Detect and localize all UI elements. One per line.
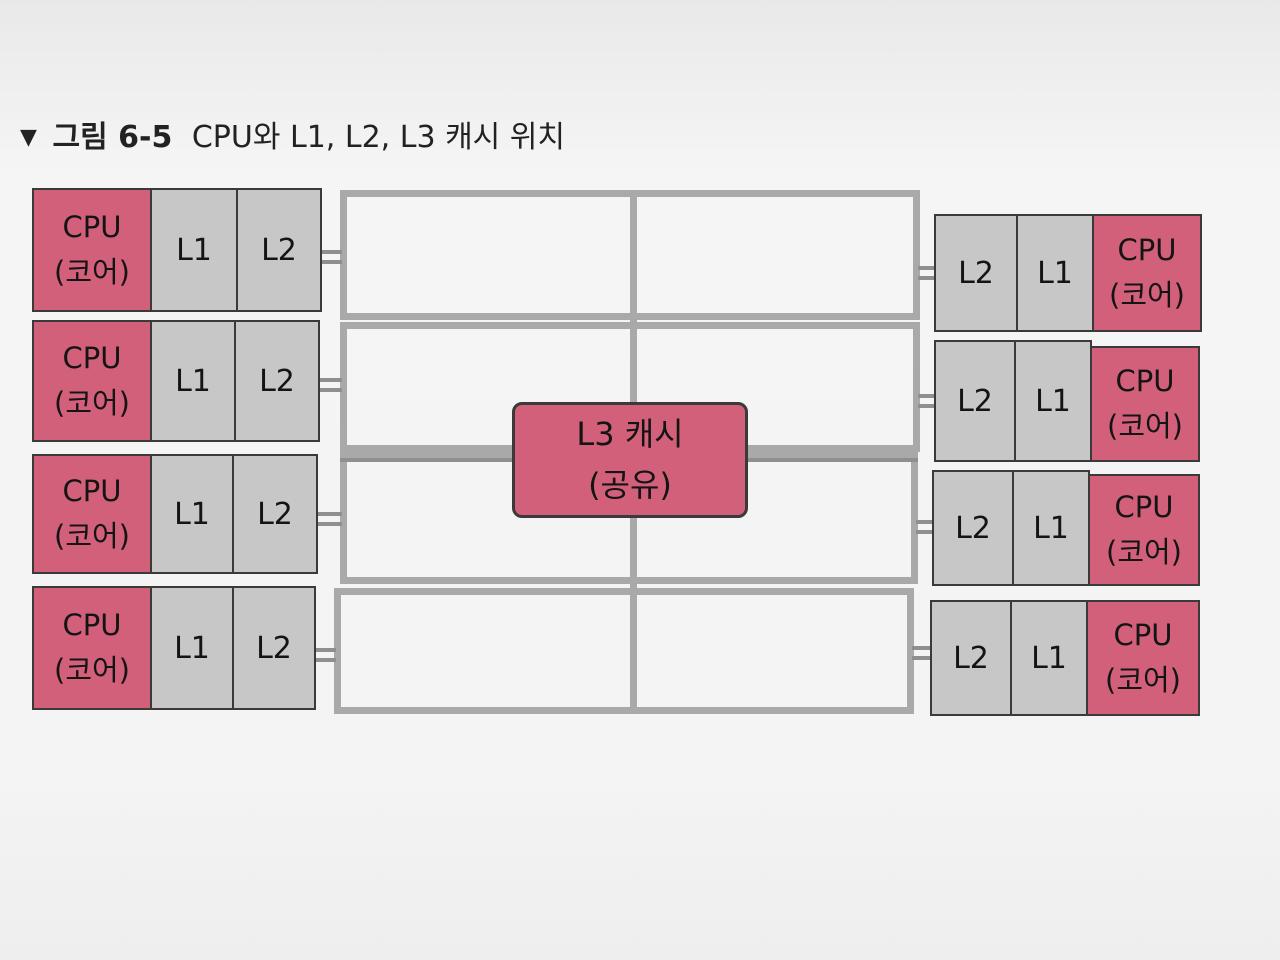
figure-label: 그림 6-5 bbox=[52, 120, 173, 155]
link-right-3a bbox=[916, 520, 934, 524]
l1-cache-right-2: L1 bbox=[1014, 340, 1092, 462]
cpu-core-left-3: CPU (코어) bbox=[32, 454, 152, 574]
l1-cache-left-4: L1 bbox=[150, 586, 234, 710]
core-label: (코어) bbox=[54, 653, 130, 687]
l1-label: L1 bbox=[176, 232, 212, 268]
cpu-core-left-2: CPU (코어) bbox=[32, 320, 152, 442]
figure-title: CPU와 L1, L2, L3 캐시 위치 bbox=[191, 120, 566, 155]
l2-cache-right-4: L2 bbox=[930, 600, 1012, 716]
link-left-3a bbox=[318, 512, 342, 516]
cpu-label: CPU bbox=[1113, 618, 1173, 653]
l1-cache-right-3: L1 bbox=[1012, 470, 1090, 586]
l2-label: L2 bbox=[257, 496, 293, 532]
l2-label: L2 bbox=[957, 383, 993, 419]
link-right-4b bbox=[912, 656, 932, 660]
l1-label: L1 bbox=[174, 630, 210, 666]
l2-label: L2 bbox=[256, 630, 292, 666]
cpu-label: CPU bbox=[1117, 233, 1177, 268]
link-left-2a bbox=[318, 378, 342, 382]
core-label: (코어) bbox=[1106, 535, 1182, 569]
link-left-4b bbox=[316, 658, 336, 662]
cpu-label: CPU bbox=[62, 341, 122, 376]
cpu-label: CPU bbox=[1114, 490, 1174, 525]
link-right-3b bbox=[916, 530, 934, 534]
l1-cache-left-1: L1 bbox=[150, 188, 238, 312]
core-label: (코어) bbox=[54, 519, 130, 553]
link-right-1a bbox=[918, 266, 936, 270]
l2-cache-left-3: L2 bbox=[232, 454, 318, 574]
link-left-2b bbox=[318, 388, 342, 392]
link-left-3b bbox=[318, 522, 342, 526]
l3-cache-subtitle: (공유) bbox=[588, 466, 672, 504]
l3-cache-title: L3 캐시 bbox=[576, 414, 684, 453]
l1-cache-left-3: L1 bbox=[150, 454, 234, 574]
cpu-core-right-3: CPU (코어) bbox=[1088, 474, 1200, 586]
l1-label: L1 bbox=[174, 496, 210, 532]
bus-row-4 bbox=[334, 588, 914, 714]
l1-label: L1 bbox=[1037, 255, 1073, 291]
cpu-label: CPU bbox=[62, 474, 122, 509]
l1-cache-right-1: L1 bbox=[1016, 214, 1094, 332]
triangle-marker-icon: ▼ bbox=[20, 125, 37, 150]
link-right-4a bbox=[912, 646, 932, 650]
link-right-2a bbox=[918, 394, 936, 398]
l1-cache-left-2: L1 bbox=[150, 320, 236, 442]
l2-cache-right-3: L2 bbox=[932, 470, 1014, 586]
l2-label: L2 bbox=[259, 363, 295, 399]
cpu-label: CPU bbox=[1115, 364, 1175, 399]
cpu-core-right-1: CPU (코어) bbox=[1092, 214, 1202, 332]
core-label: (코어) bbox=[1107, 409, 1183, 443]
cpu-label: CPU bbox=[62, 608, 122, 643]
core-label: (코어) bbox=[1105, 663, 1181, 697]
figure-caption: ▼ 그림 6-5 CPU와 L1, L2, L3 캐시 위치 bbox=[20, 112, 565, 156]
link-l3-right bbox=[748, 458, 918, 462]
l1-cache-right-4: L1 bbox=[1010, 600, 1088, 716]
core-label: (코어) bbox=[1109, 278, 1185, 312]
l2-cache-left-2: L2 bbox=[234, 320, 320, 442]
link-right-2b bbox=[918, 404, 936, 408]
cpu-label: CPU bbox=[62, 210, 122, 245]
l1-label: L1 bbox=[1033, 510, 1069, 546]
cpu-core-left-1: CPU (코어) bbox=[32, 188, 152, 312]
link-left-4a bbox=[316, 648, 336, 652]
l1-label: L1 bbox=[1031, 640, 1067, 676]
l1-label: L1 bbox=[1035, 383, 1071, 419]
l2-cache-right-1: L2 bbox=[934, 214, 1018, 332]
cpu-core-right-4: CPU (코어) bbox=[1086, 600, 1200, 716]
l2-cache-left-4: L2 bbox=[232, 586, 316, 710]
link-right-1b bbox=[918, 276, 936, 280]
cpu-core-left-4: CPU (코어) bbox=[32, 586, 152, 710]
l2-cache-left-1: L2 bbox=[236, 188, 322, 312]
link-left-1a bbox=[320, 250, 342, 254]
l2-label: L2 bbox=[955, 510, 991, 546]
core-label: (코어) bbox=[54, 386, 130, 420]
link-left-1b bbox=[320, 260, 342, 264]
l1-label: L1 bbox=[175, 363, 211, 399]
l3-cache-box: L3 캐시 (공유) bbox=[512, 402, 748, 518]
l2-label: L2 bbox=[958, 255, 994, 291]
l2-label: L2 bbox=[261, 232, 297, 268]
l2-label: L2 bbox=[953, 640, 989, 676]
link-l3-left bbox=[340, 458, 512, 462]
core-label: (코어) bbox=[54, 255, 130, 289]
cpu-core-right-2: CPU (코어) bbox=[1090, 346, 1200, 462]
l2-cache-right-2: L2 bbox=[934, 340, 1016, 462]
